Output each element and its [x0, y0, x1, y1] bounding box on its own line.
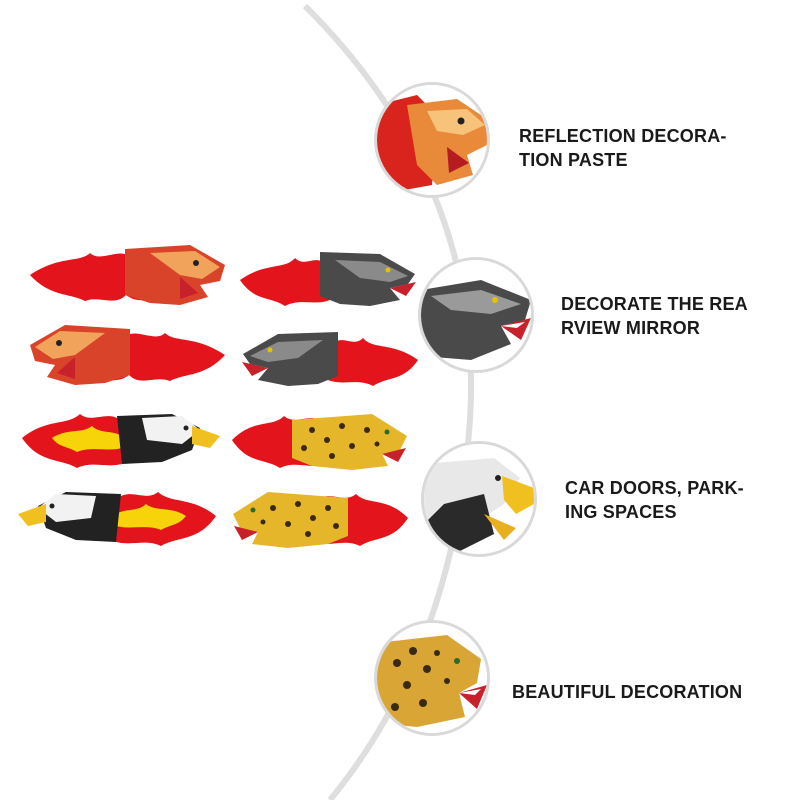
eagle-flame-sticker	[18, 492, 216, 546]
lion-closeup-icon	[374, 82, 490, 198]
eagle-closeup-icon	[421, 441, 537, 557]
wolf-closeup-icon	[418, 257, 534, 373]
wolf-flame-sticker	[240, 252, 416, 306]
feature-label-reflection: REFLECTION DECORA- TION PASTE	[519, 126, 727, 170]
feature-label-mirror: DECORATE THE REA RVIEW MIRROR	[561, 294, 748, 338]
lion-flame-sticker	[30, 245, 225, 305]
feature-label-doors: CAR DOORS, PARK- ING SPACES	[565, 478, 744, 522]
eagle-flame-sticker	[22, 414, 220, 468]
leopard-closeup-icon	[374, 620, 490, 736]
lion-flame-sticker	[30, 325, 225, 385]
wolf-flame-sticker	[242, 332, 418, 386]
feature-label-beautiful: BEAUTIFUL DECORATION	[512, 682, 743, 702]
leopard-flame-sticker	[233, 492, 408, 548]
leopard-flame-sticker	[232, 414, 407, 470]
